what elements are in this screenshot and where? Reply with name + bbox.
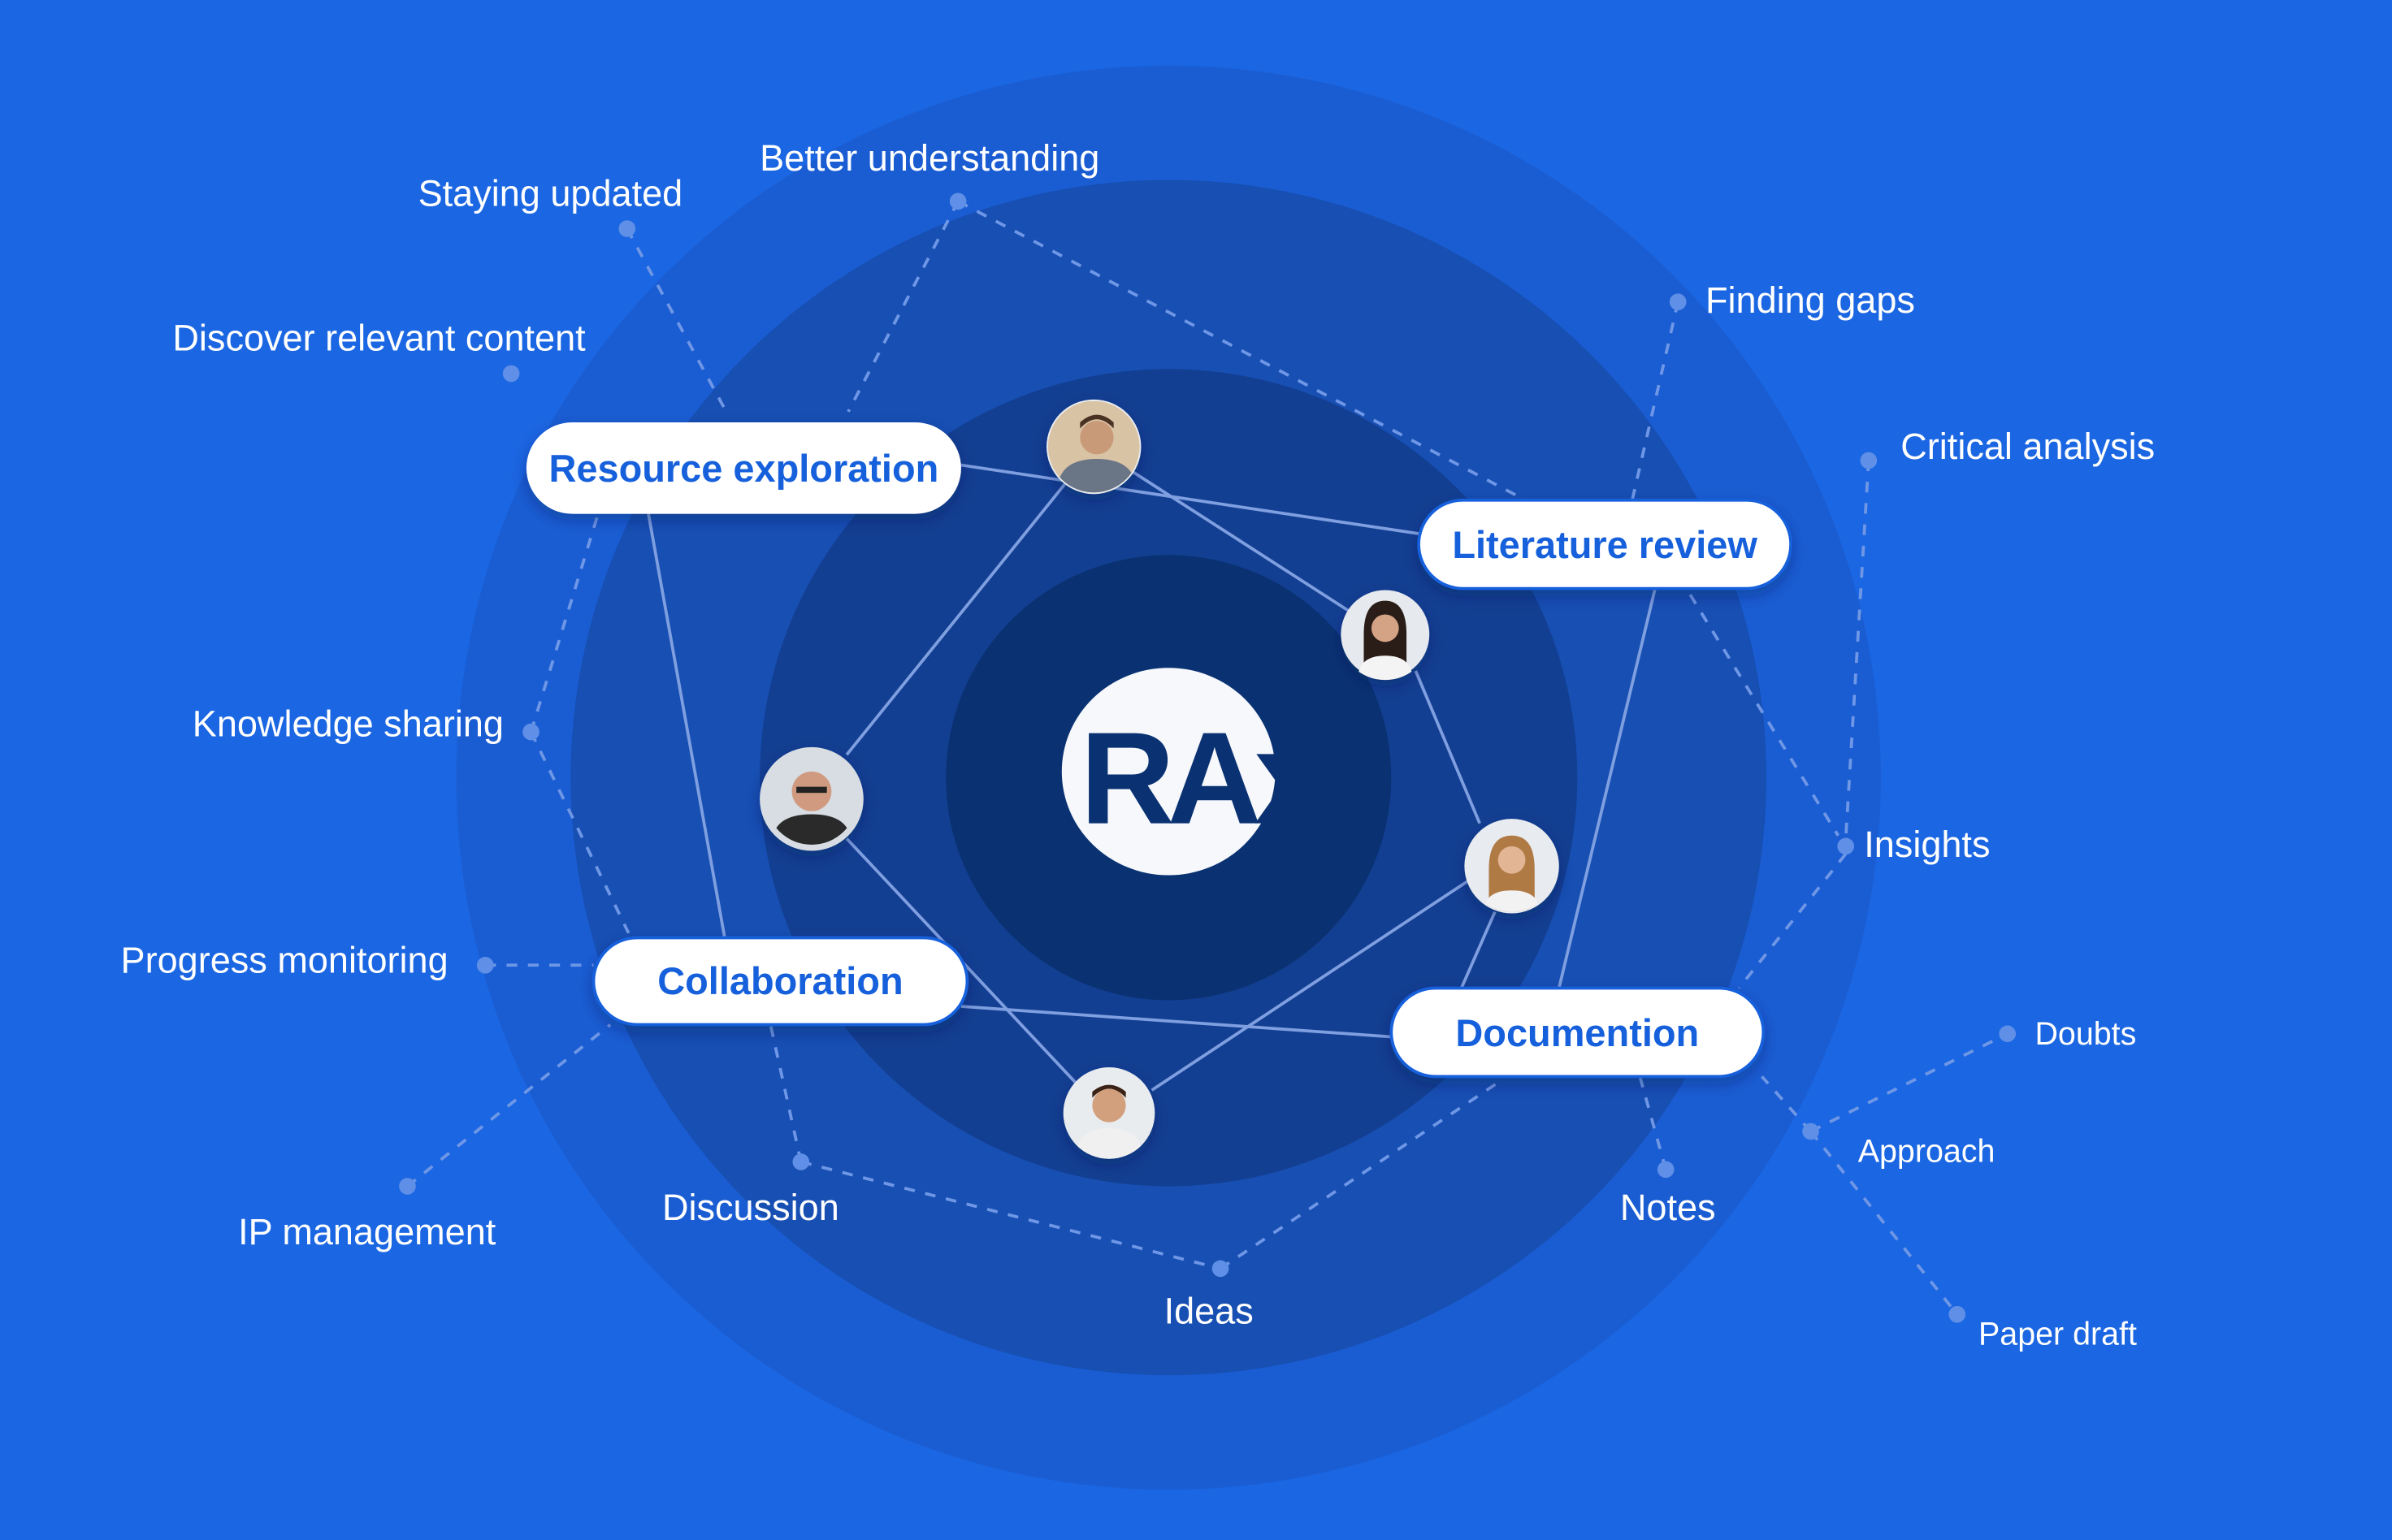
avatar-older-man-glasses — [760, 746, 864, 851]
topic-discussion: Discussion — [662, 1187, 839, 1228]
solid-connectors — [647, 445, 1657, 1092]
avatar-young-man-books — [1046, 399, 1142, 495]
topic-notes: Notes — [1620, 1187, 1716, 1228]
hub-resource-exploration[interactable]: Resource exploration — [526, 422, 961, 514]
avatars — [760, 399, 1559, 1159]
hub-collaboration[interactable]: Collaboration — [592, 936, 969, 1027]
hub-documention[interactable]: Documention — [1389, 986, 1766, 1079]
topic-critical-analysis: Critical analysis — [1900, 426, 2155, 467]
dashed-connectors — [406, 200, 2008, 1316]
rax-logo: RAx — [1061, 668, 1334, 876]
topic-discover-relevant-content: Discover relevant content — [172, 318, 586, 359]
topic-dots — [399, 192, 2017, 1323]
topic-progress-monitoring: Progress monitoring — [121, 940, 448, 981]
topic-knowledge-sharing: Knowledge sharing — [193, 703, 504, 745]
topic-approach: Approach — [1858, 1133, 1996, 1169]
hub-label: Resource exploration — [549, 448, 939, 490]
rax-logo-text: RAx — [1080, 706, 1326, 852]
topic-paper-draft: Paper draft — [1978, 1317, 2137, 1352]
topic-better-understanding: Better understanding — [760, 137, 1099, 179]
topic-doubts: Doubts — [2034, 1016, 2136, 1052]
topic-labels: Staying updated Better understanding Dis… — [121, 137, 2156, 1352]
topic-ideas: Ideas — [1164, 1290, 1254, 1331]
topic-insights: Insights — [1864, 824, 1990, 865]
hub-label: Collaboration — [657, 960, 903, 1002]
avatar-woman-blonde — [1464, 819, 1559, 914]
hub-literature-review[interactable]: Literature review — [1417, 498, 1792, 590]
hub-label: Documention — [1455, 1012, 1699, 1054]
avatar-young-man-smiling — [1063, 1067, 1155, 1159]
hub-label: Literature review — [1452, 524, 1757, 566]
avatar-woman-dark-hair — [1341, 590, 1430, 681]
topic-staying-updated: Staying updated — [418, 172, 683, 214]
topic-ip-management: IP management — [238, 1211, 496, 1252]
topic-finding-gaps: Finding gaps — [1705, 279, 1915, 321]
